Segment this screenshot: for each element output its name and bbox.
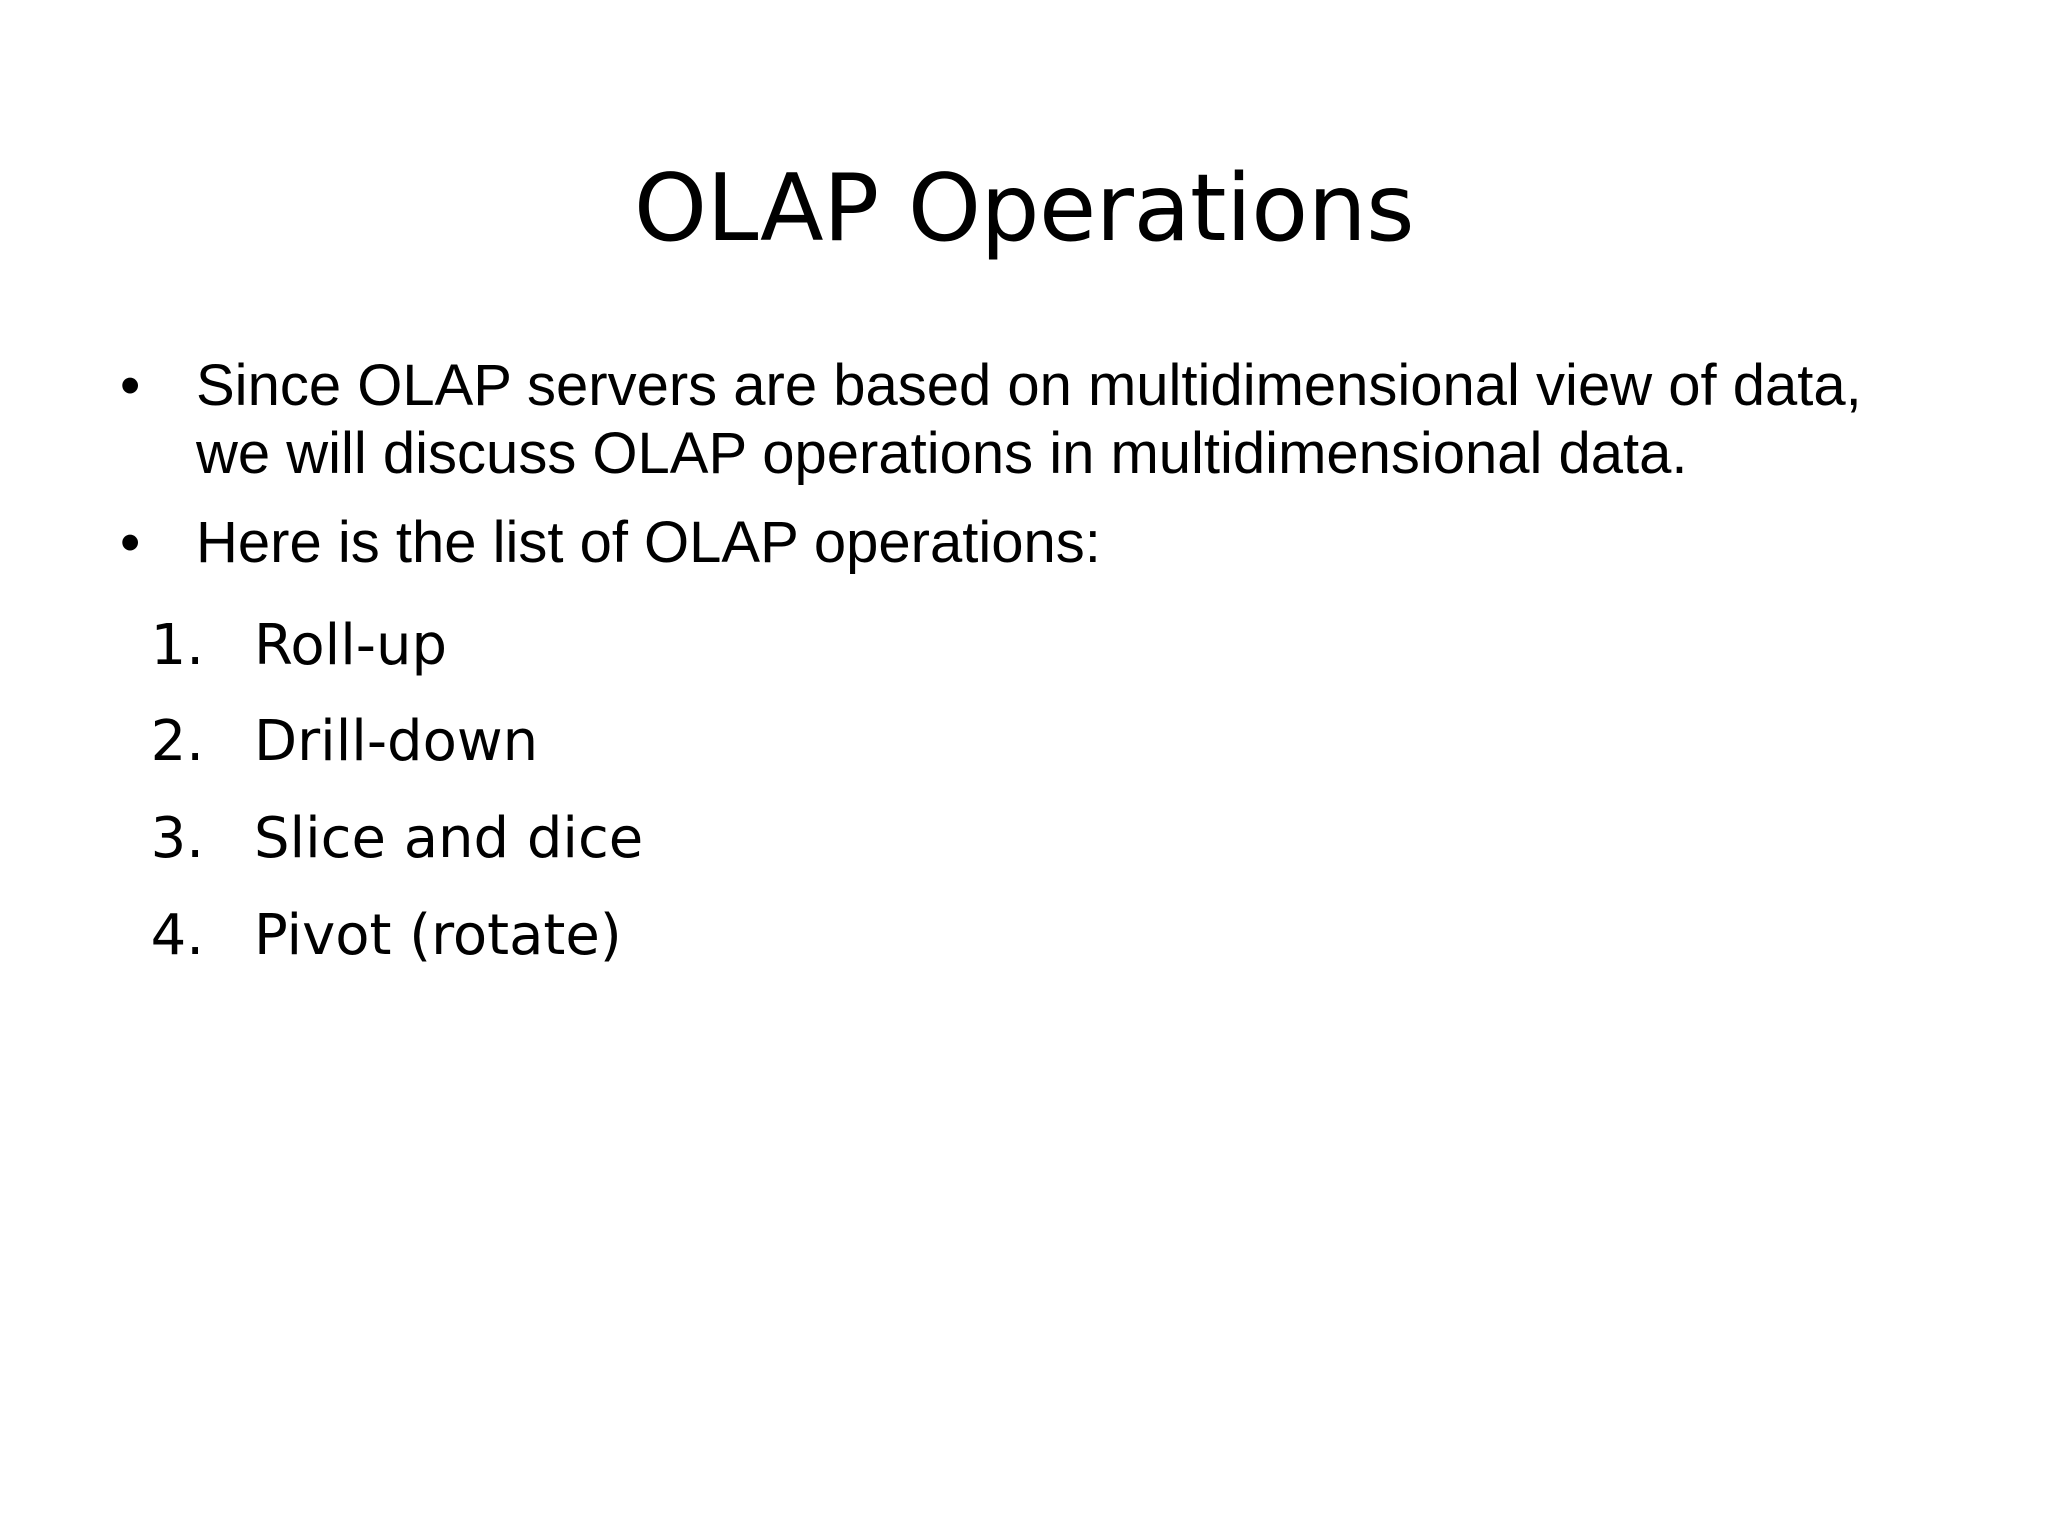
list-item-label: Roll-up: [254, 612, 448, 678]
list-item: 1. Roll-up: [112, 612, 1952, 678]
bullet-dot-icon: •: [120, 510, 141, 576]
list-item-label: Pivot (rotate): [254, 902, 622, 968]
list-item-number: 2.: [150, 709, 204, 775]
list-item: 3. Slice and dice: [112, 806, 1952, 872]
list-item: 4. Pivot (rotate): [112, 902, 1952, 968]
bullet-list: • Since OLAP servers are based on multid…: [112, 352, 1952, 577]
list-item: • Since OLAP servers are based on multid…: [112, 352, 1906, 487]
list-item: 2. Drill-down: [112, 711, 1952, 774]
bullet-text: Here is the list of OLAP operations:: [196, 510, 1101, 576]
list-item: • Here is the list of OLAP operations:: [112, 509, 1906, 577]
list-item-label: Drill-down: [254, 709, 539, 775]
bullet-text: Since OLAP servers are based on multidim…: [196, 353, 1862, 486]
list-item-label: Slice and dice: [254, 806, 644, 872]
olap-operations-numbered-list: 1. Roll-up 2. Drill-down 3. Slice and di…: [112, 612, 1952, 968]
bullet-dot-icon: •: [120, 353, 141, 418]
list-item-number: 1.: [150, 612, 204, 678]
slide-content-body: • Since OLAP servers are based on multid…: [112, 352, 1952, 968]
page-title: OLAP Operations: [633, 154, 1415, 263]
list-item-number: 4.: [150, 902, 204, 968]
list-item-number: 3.: [150, 806, 204, 872]
